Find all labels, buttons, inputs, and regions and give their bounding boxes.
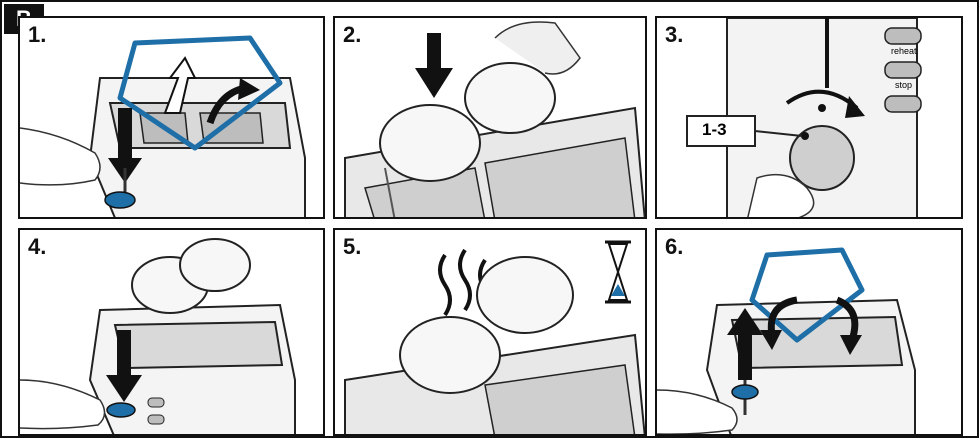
reheat-button[interactable] (885, 28, 921, 44)
toaster-remove-illustration (657, 230, 963, 436)
step-panel-3: 3. reheat stop 1-3 (655, 16, 963, 219)
bun-icon (132, 239, 250, 313)
down-arrow-icon (415, 33, 453, 98)
dial-setting-label: 1-3 (702, 120, 727, 140)
browning-dial-illustration (657, 18, 963, 219)
reheat-label: reheat (891, 46, 917, 56)
stop-button[interactable] (885, 62, 921, 78)
hourglass-icon (605, 242, 631, 302)
step-panel-1: 1. (18, 16, 325, 219)
step-panel-4: 4. (18, 228, 325, 436)
step-panel-6: 6. (655, 228, 963, 436)
step-panel-2: 2. (333, 16, 647, 219)
toaster-lift-illustration (20, 18, 325, 219)
toaster-press-lever-illustration (20, 230, 325, 436)
toaster-insert-buns-illustration (335, 18, 647, 219)
step-panel-5: 5. (333, 228, 647, 436)
toasting-buns-illustration (335, 230, 647, 436)
stop-label: stop (895, 80, 912, 90)
